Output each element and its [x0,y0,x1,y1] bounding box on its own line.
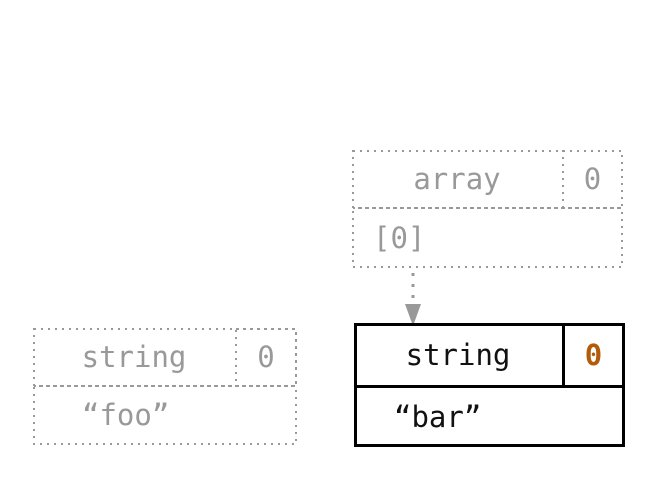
array-refcount: 0 [583,161,602,196]
string-foo-type-label: string [81,339,187,374]
array-header-border [352,150,623,209]
string-bar-refcount: 0 [584,337,603,372]
string-bar-type-label: string [405,337,511,372]
array-type-label: array [413,161,501,196]
reference-arrow-head [405,304,421,326]
string-foo-object-box [33,328,297,445]
string-bar-object-box [354,323,625,447]
bar-value-border [354,385,625,447]
string-bar-value: “bar” [394,399,482,434]
reference-arrow-icon [405,273,421,326]
array-slot-border [352,207,623,268]
foo-value-border [33,385,297,445]
foo-header-border [33,328,297,387]
string-foo-value: “foo” [82,398,170,432]
string-foo-refcount: 0 [257,339,275,374]
array-refcount-cell-border [562,150,623,209]
array-object-box [352,150,623,268]
array-slot-label: [0] [373,220,426,255]
